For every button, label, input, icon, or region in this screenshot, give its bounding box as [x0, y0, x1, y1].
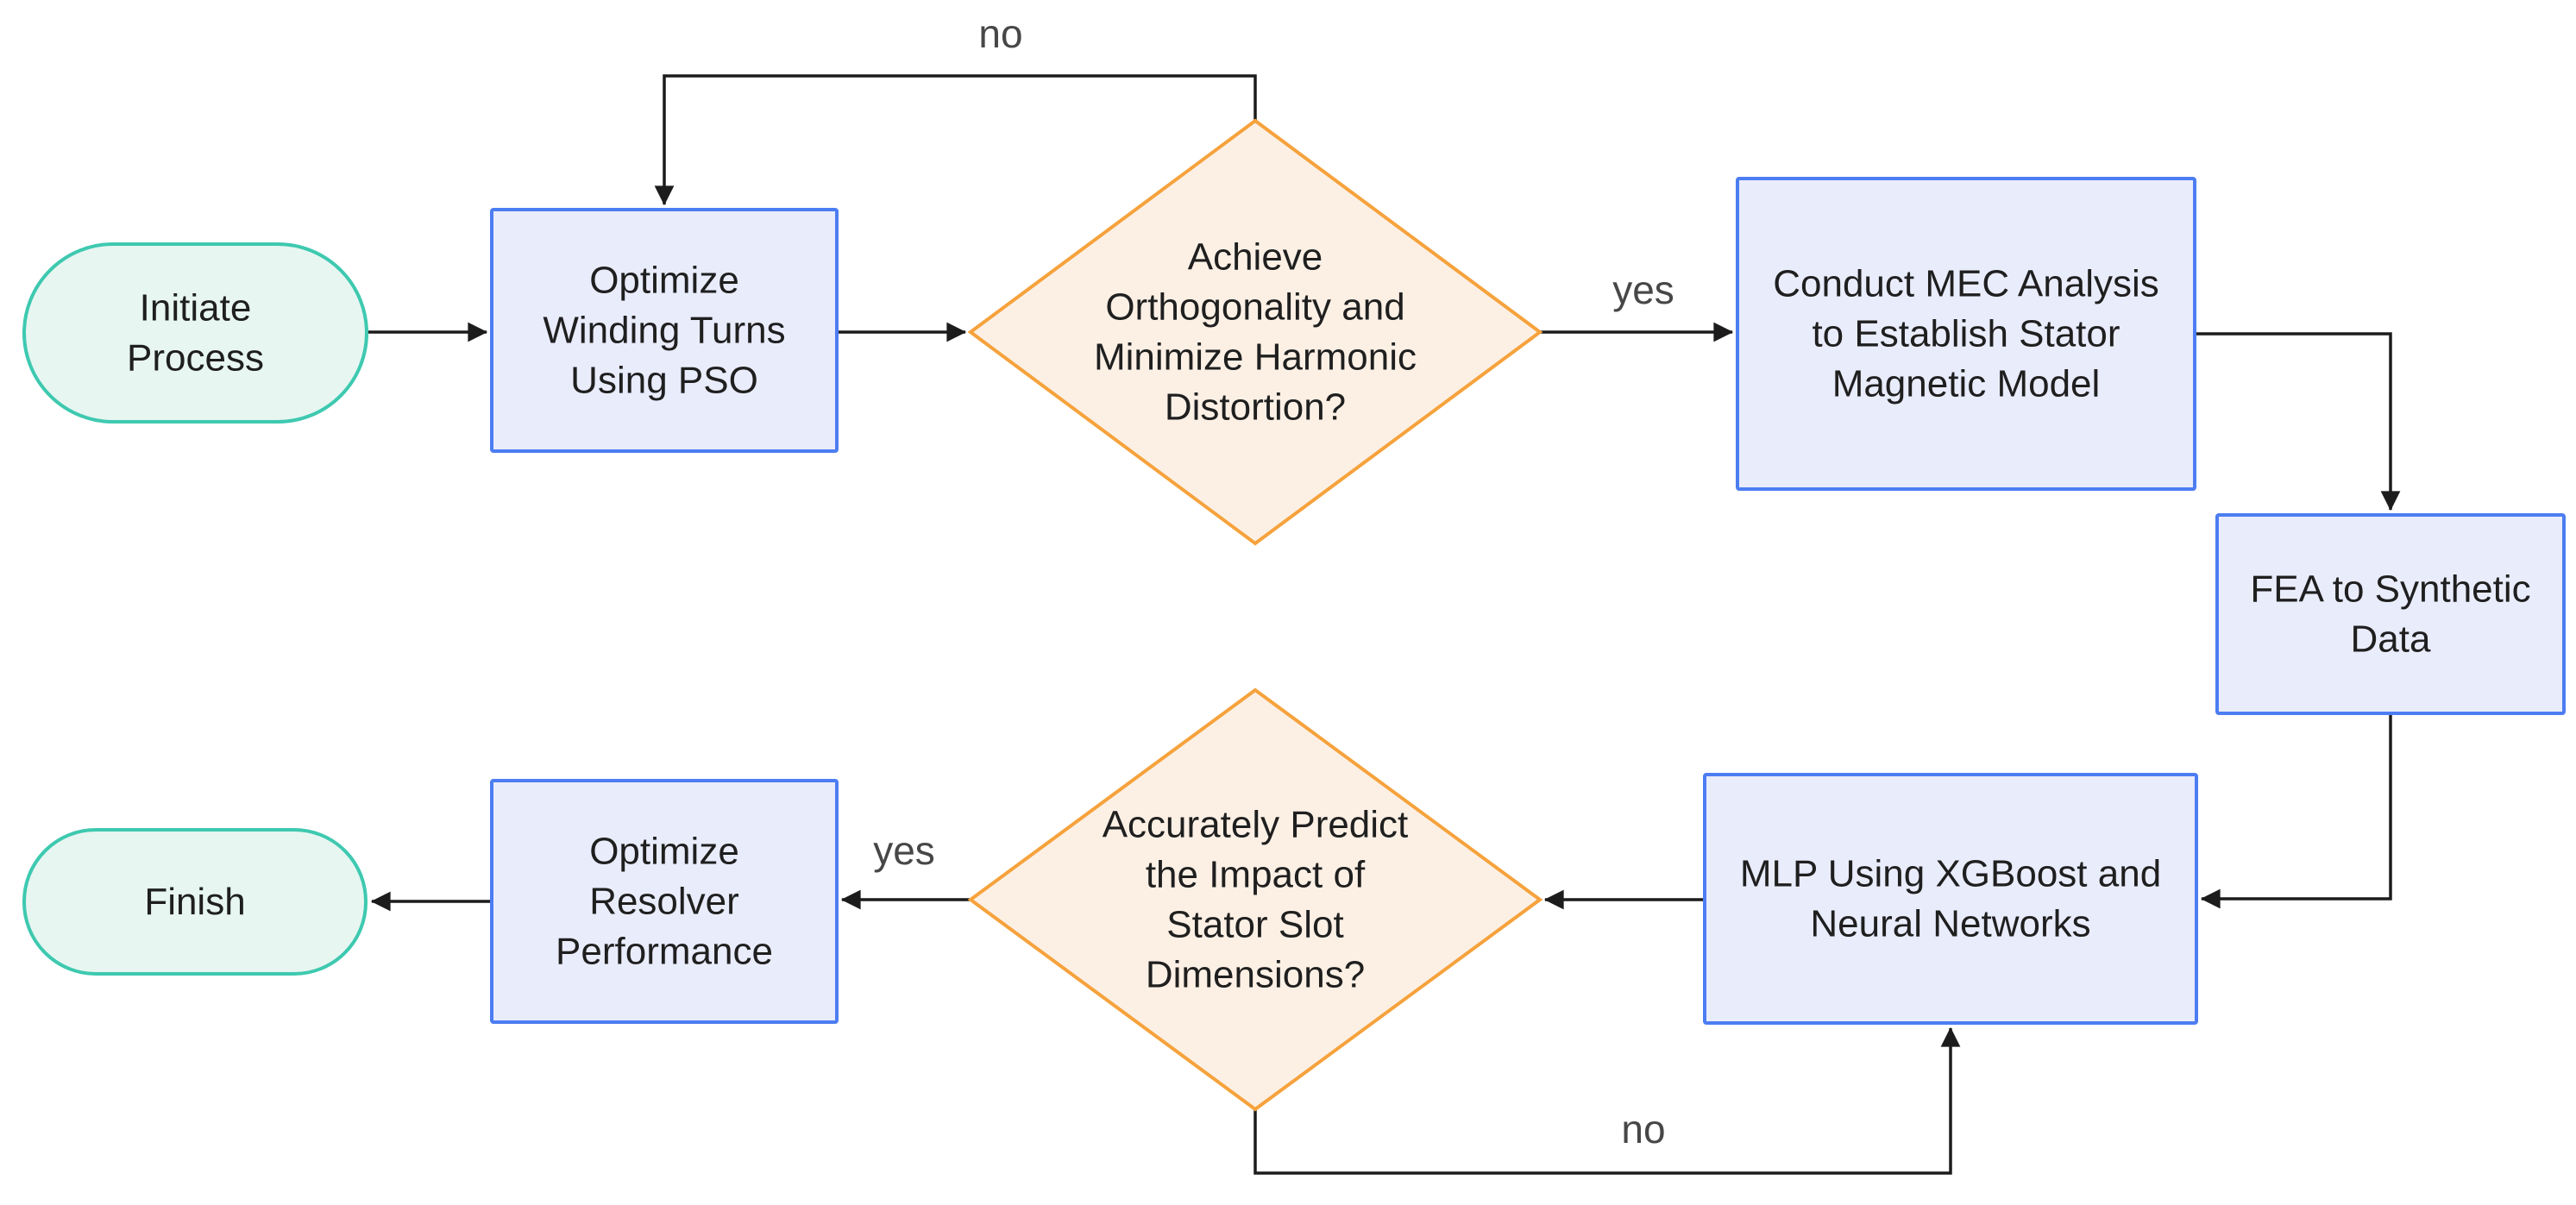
edge-mec-to-fea: [2195, 332, 2401, 511]
edge-predict-no-to-mlp-label: no: [1621, 1107, 1665, 1152]
node-optimize-resolver-performance-shape: [490, 779, 839, 1024]
node-optimize-winding-turns-shape: [490, 208, 839, 453]
edge-orthogonality-no-to-optimize-line: [654, 74, 1257, 206]
edge-predict-no-to-mlp: no: [1253, 1026, 1961, 1175]
node-finish-label: Finish: [144, 881, 245, 923]
node-mlp-xgboost-neural-networks-shape: [1703, 773, 2198, 1025]
node-initiate-process-shape: [22, 242, 368, 424]
node-finish-shape: [22, 828, 368, 976]
node-fea-to-synthetic-data-shape: [2215, 513, 2566, 715]
edge-predict-no-to-mlp-line: [1253, 1026, 1961, 1175]
node-finish: Finish: [22, 828, 368, 976]
edge-fea-to-mlp-line: [2200, 713, 2392, 909]
edge-orthogonality-yes-to-mec: yes: [1540, 267, 1734, 342]
edge-mec-to-fea-line: [2195, 332, 2401, 511]
edge-orthogonality-yes-to-mec-label: yes: [1612, 267, 1674, 312]
edge-orthogonality-no-to-optimize: no: [654, 11, 1257, 206]
edge-predict-yes-to-resolver-label: yes: [873, 828, 935, 873]
edge-fea-to-mlp: [2200, 713, 2392, 909]
edge-predict-yes-to-resolver: yes: [840, 828, 971, 910]
node-conduct-mec-analysis-shape: [1736, 177, 2196, 491]
edge-orthogonality-no-to-optimize-label: no: [978, 11, 1022, 56]
node-accurately-predict-decision-shape: [967, 687, 1543, 1112]
node-achieve-orthogonality-decision-shape: [967, 118, 1543, 546]
